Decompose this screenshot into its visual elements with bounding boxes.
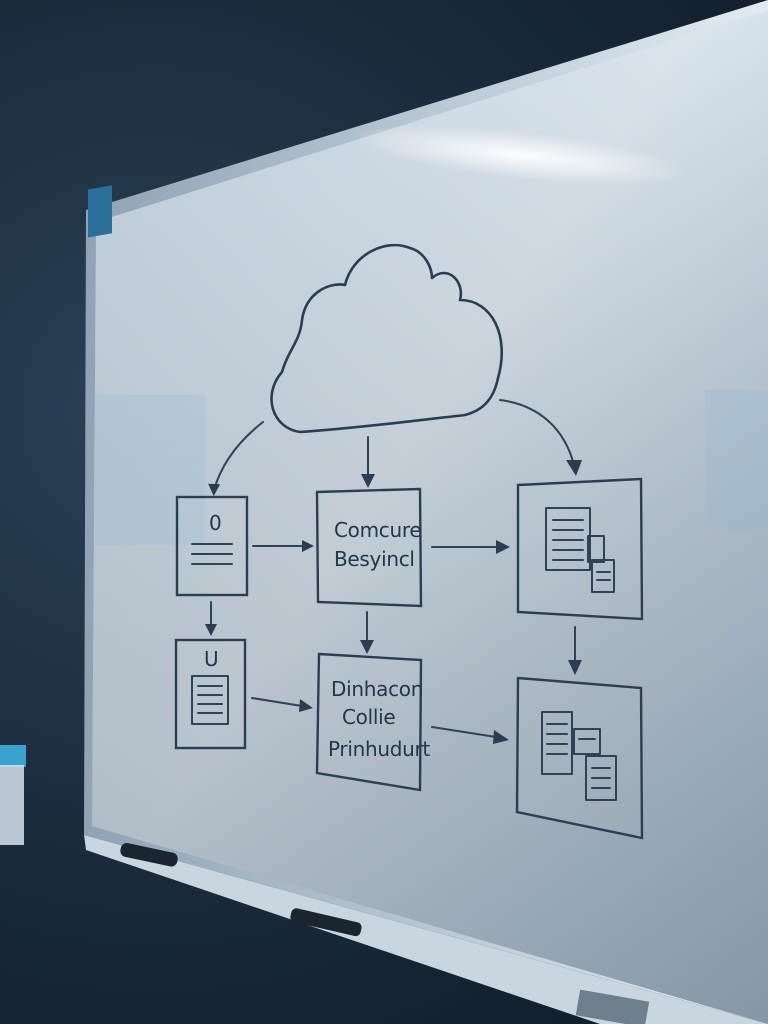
center-bottom-box-line2: Collie (342, 705, 395, 729)
window-reflection (95, 395, 205, 545)
center-bottom-box (315, 652, 423, 792)
board-shade (92, 10, 768, 1024)
left-bottom-box-glyph: U (204, 647, 218, 671)
arrow-left-to-center-bottom (251, 697, 303, 707)
arrowhead (299, 699, 313, 712)
arrow-cloud-to-left (213, 421, 264, 491)
arrow-center-to-right-bottom (431, 726, 497, 738)
arrowhead (568, 660, 582, 675)
arrowhead (205, 624, 217, 636)
arrowhead (208, 483, 221, 496)
arrowhead (496, 540, 510, 554)
arrowhead (493, 730, 509, 744)
document-stack-icon (541, 711, 617, 801)
frame-bottom-cap (575, 989, 650, 1024)
window-reflection-right (705, 390, 768, 530)
marker-tray (84, 835, 768, 1024)
center-top-box-line2: Besyincl (334, 547, 415, 571)
arrow-cloud-to-right (499, 399, 575, 466)
right-bottom-box (515, 676, 644, 840)
wall-light-panel (0, 765, 24, 845)
eraser[interactable] (289, 907, 362, 937)
frame-corner-cap (88, 185, 112, 238)
arrowhead (302, 540, 314, 552)
document-stack-icon (545, 507, 615, 593)
wall-light-glow (0, 745, 26, 767)
center-top-box (315, 487, 423, 608)
marker[interactable] (119, 842, 179, 868)
left-top-box-glyph: 0 (209, 511, 221, 535)
ceiling-light-reflection (350, 125, 690, 185)
document-icon (191, 675, 229, 725)
center-top-box-line1: Comcure (334, 518, 421, 542)
center-bottom-box-line3: Prinhudurt (328, 737, 430, 761)
arrowhead (361, 474, 375, 488)
arrowhead (566, 460, 582, 476)
left-top-box (175, 495, 249, 597)
cloud-icon (270, 243, 503, 434)
arrowhead (360, 640, 374, 654)
center-bottom-box-line1: Dinhacon (331, 677, 423, 701)
